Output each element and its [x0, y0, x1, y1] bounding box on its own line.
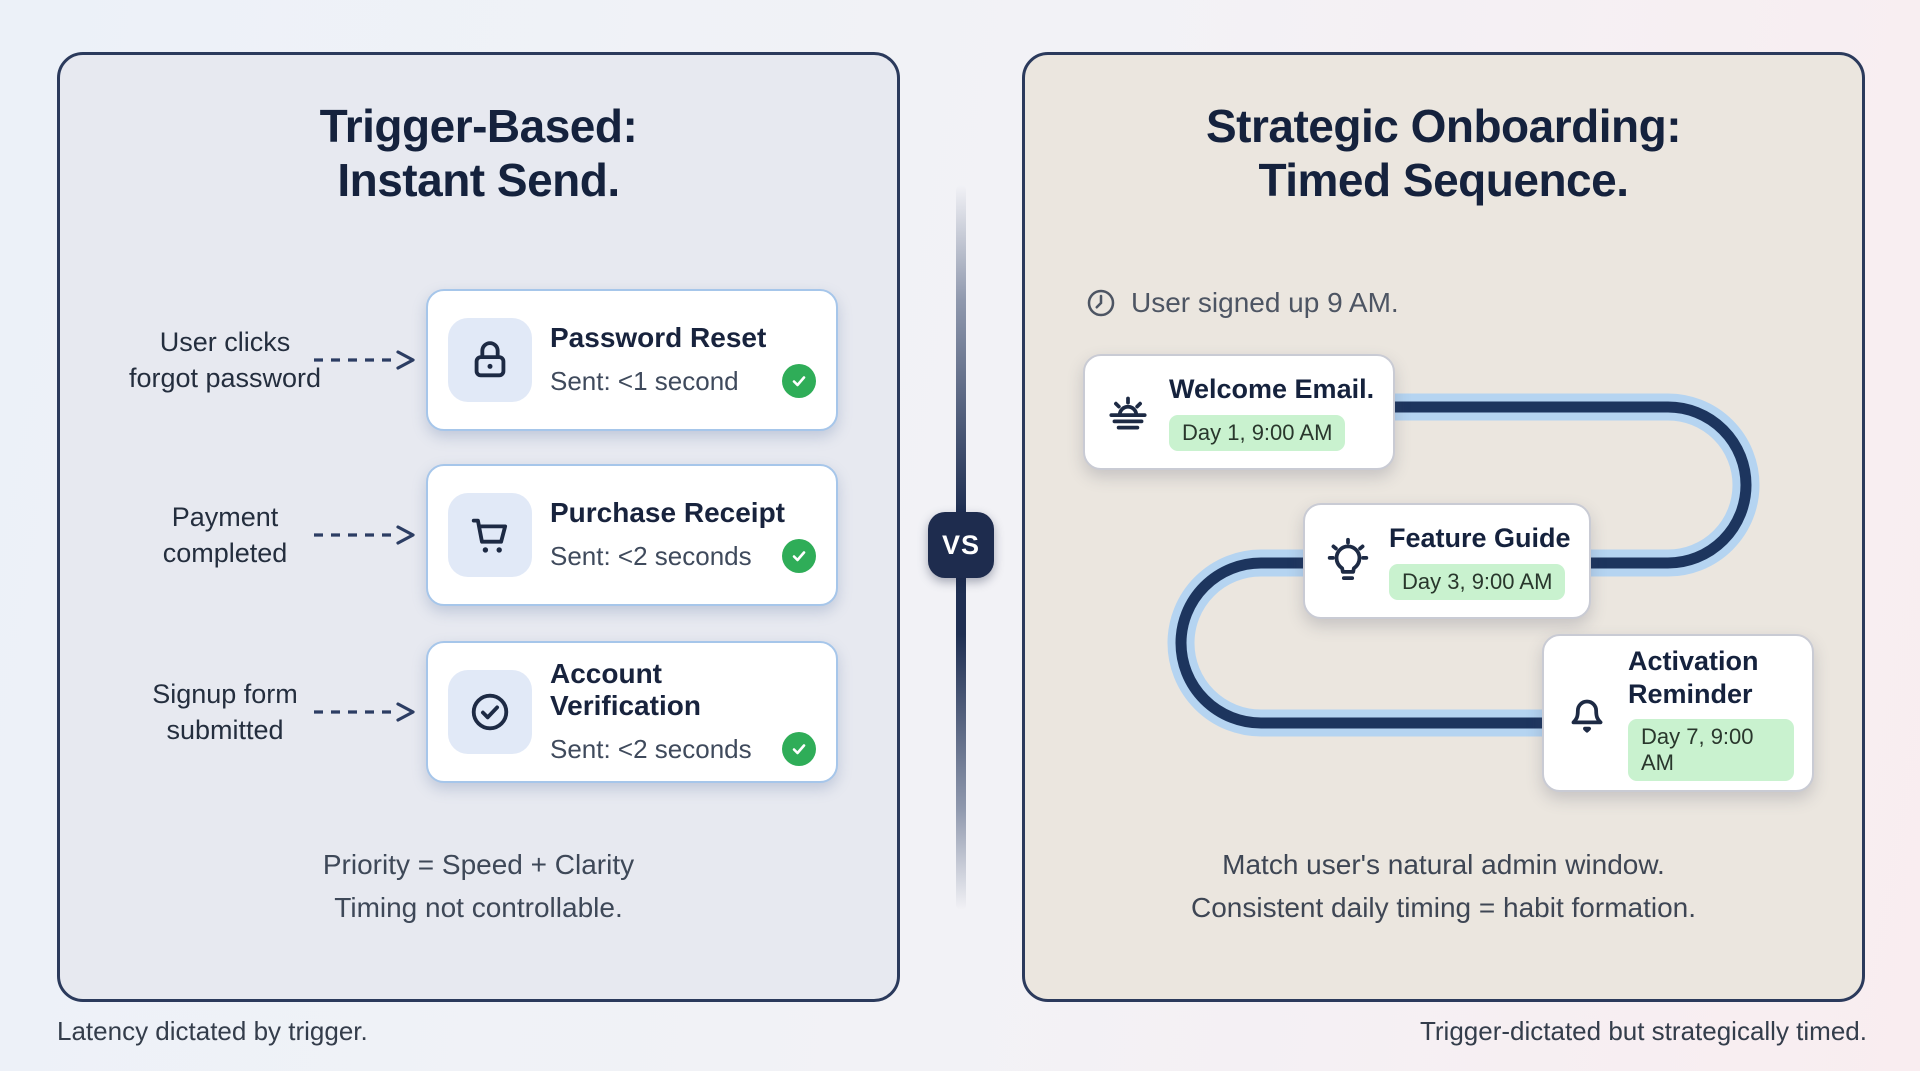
step-title: Feature Guide	[1389, 523, 1571, 554]
left-panel-title: Trigger-Based: Instant Send.	[60, 99, 897, 208]
check-circle-icon	[448, 670, 532, 754]
right-caption: Trigger-dictated but strategically timed…	[1419, 1016, 1867, 1046]
card-title: Account Verification	[550, 658, 701, 721]
left-panel-title-line1: Trigger-Based:	[319, 100, 638, 152]
sunrise-icon	[1103, 387, 1153, 437]
left-caption: Latency dictated by trigger.	[57, 1016, 368, 1046]
day-badge: Day 3, 9:00 AM	[1389, 563, 1566, 600]
clock-icon	[1085, 287, 1117, 319]
purchase-receipt-card: Purchase Receipt Sent: <2 seconds	[426, 464, 838, 606]
step-title: Activation Reminder	[1628, 646, 1759, 709]
left-panel-title-line2: Instant Send.	[337, 154, 620, 207]
left-panel-footer: Priority = Speed + Clarity Timing not co…	[322, 849, 635, 924]
trigger-based-panel: Trigger-Based: Instant Send. User clicks…	[57, 52, 900, 1002]
check-badge-icon	[782, 539, 816, 573]
day-badge: Day 1, 9:00 AM	[1169, 414, 1346, 451]
card-status: Sent: <1 second	[550, 365, 739, 396]
card-status: Sent: <2 seconds	[550, 540, 752, 571]
trigger-label-payment: Payment completed	[162, 501, 288, 568]
day-badge: Day 7, 9:00 AM	[1628, 718, 1794, 781]
step-title: Welcome Email.	[1169, 374, 1375, 405]
welcome-email-card: Welcome Email. Day 1, 9:00 AM	[1083, 354, 1395, 470]
check-badge-icon	[782, 364, 816, 398]
card-status: Sent: <2 seconds	[550, 733, 752, 764]
card-title: Password Reset	[550, 322, 767, 353]
dashed-arrow-icon	[310, 641, 422, 783]
right-panel-title-line2: Timed Sequence.	[1258, 154, 1629, 207]
dashed-arrow-icon	[310, 464, 422, 606]
right-panel-title-line1: Strategic Onboarding:	[1205, 100, 1682, 152]
cart-icon	[448, 493, 532, 577]
trigger-label-forgot-password: User clicks forgot password	[128, 326, 322, 393]
feature-guide-card: Feature Guide Day 3, 9:00 AM	[1303, 503, 1591, 619]
account-verification-card: Account Verification Sent: <2 seconds	[426, 641, 838, 783]
vs-badge: VS	[928, 512, 994, 578]
bell-icon	[1562, 688, 1612, 738]
lock-icon	[448, 318, 532, 402]
right-panel-title: Strategic Onboarding: Timed Sequence.	[1025, 99, 1862, 208]
check-badge-icon	[782, 732, 816, 766]
bulb-icon	[1323, 536, 1373, 586]
signup-note: User signed up 9 AM.	[1085, 281, 1399, 325]
trigger-label-signup: Signup form submitted	[152, 678, 298, 745]
card-title: Purchase Receipt	[550, 497, 785, 528]
password-reset-card: Password Reset Sent: <1 second	[426, 289, 838, 431]
dashed-arrow-icon	[310, 289, 422, 431]
right-panel-footer: Match user's natural admin window. Consi…	[1190, 849, 1697, 924]
strategic-onboarding-panel: Strategic Onboarding: Timed Sequence. Us…	[1022, 52, 1865, 1002]
activation-reminder-card: Activation Reminder Day 7, 9:00 AM	[1542, 634, 1814, 792]
